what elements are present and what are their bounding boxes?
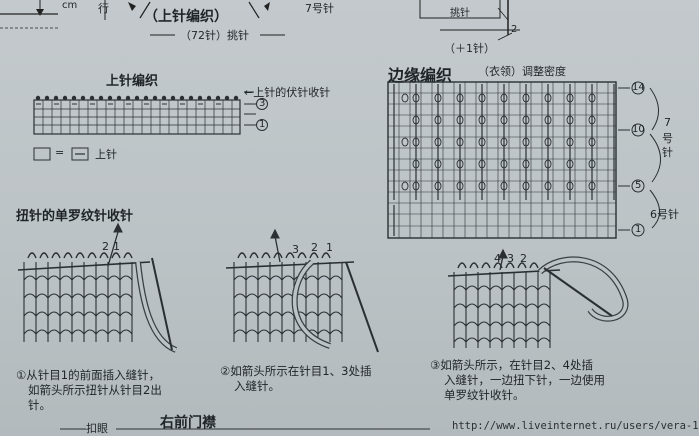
step3-num-3: 3 bbox=[507, 252, 514, 265]
edge-row-14: 14 bbox=[632, 82, 645, 93]
needle7-v2: 号 bbox=[662, 132, 673, 145]
step3-caption-line3: 单罗纹针收针。 bbox=[444, 388, 525, 402]
step2-drawing bbox=[225, 228, 379, 353]
size-2: 2 bbox=[511, 24, 518, 35]
edge-row-10: 10 bbox=[632, 124, 645, 135]
step1-num-1: 1 bbox=[113, 240, 120, 253]
step1-caption-line1: ①从针目1的前面插入缝针， bbox=[16, 368, 161, 382]
step3-num-2: 2 bbox=[520, 252, 527, 265]
front-band-title: 右前门襟 bbox=[160, 415, 216, 431]
watermark-url: http://www.liveinternet.ru/users/vera-1/ bbox=[452, 420, 699, 432]
edge-row-5: 5 bbox=[635, 180, 642, 191]
section-title: 扭针的单罗纹针收针 bbox=[16, 209, 134, 224]
step1-caption-line2: 如箭头所示扭针从针目2出 bbox=[28, 383, 162, 397]
step2-num-1: 1 bbox=[326, 241, 333, 254]
step1-caption-line3: 针。 bbox=[28, 398, 51, 412]
upper-title: （上针编织） bbox=[144, 9, 228, 25]
edge-row-1: 1 bbox=[635, 224, 642, 235]
edge-chart-title: 边缘编织 bbox=[388, 66, 453, 85]
step2-caption-line2: 入缝针。 bbox=[234, 379, 280, 393]
needle7-top: 7号针 bbox=[305, 2, 334, 15]
pickup-right: 挑针 bbox=[450, 8, 470, 19]
step3-caption: ③如箭头所示，在针目2、4处插 入缝针，一边扭下针，一边使用 单罗纹针收针。 bbox=[430, 358, 605, 403]
step2-caption: ②如箭头所示在针目1、3处插 入缝针。 bbox=[220, 364, 371, 394]
step2-num-2: 2 bbox=[311, 241, 318, 254]
edge-chart-subtitle: （衣领）调整密度 bbox=[478, 65, 566, 78]
plus-one: （＋1针） bbox=[444, 42, 495, 55]
step2-num-3: 3 bbox=[292, 243, 299, 256]
step2-caption-line1: ②如箭头所示在针目1、3处插 bbox=[220, 364, 372, 378]
legend-equals: = bbox=[55, 146, 65, 159]
step3-caption-line2: 入缝针，一边扭下针，一边使用 bbox=[444, 373, 605, 387]
buttonhole-label: 扣眼 bbox=[86, 422, 108, 435]
step3-drawing bbox=[447, 248, 629, 348]
legend-purl-text: 上针 bbox=[95, 148, 117, 161]
step3-num-4: 4 bbox=[494, 252, 501, 265]
purl-chart-title: 上针编织 bbox=[106, 74, 159, 89]
step1-caption: ①从针目1的前面插入缝针， 如箭头所示扭针从针目2出 针。 bbox=[16, 368, 162, 413]
purl-row-3: 3 bbox=[259, 98, 266, 109]
step1-drawing bbox=[17, 222, 178, 353]
step1-num-2: 2 bbox=[102, 240, 109, 253]
row-char: 行 bbox=[98, 2, 109, 15]
purl-bindoff-label: ←上针的伏针收针 bbox=[244, 86, 331, 99]
needle6-label: 6号针 bbox=[650, 208, 679, 221]
needle7-v1: 7 bbox=[664, 116, 671, 129]
purl-row-1: 1 bbox=[259, 119, 266, 130]
cm-label: cm bbox=[62, 0, 78, 11]
pickup-72: （72针）挑针 bbox=[180, 29, 249, 42]
needle7-v3: 针 bbox=[662, 146, 673, 159]
step3-caption-line1: ③如箭头所示，在针目2、4处插 bbox=[430, 358, 593, 372]
